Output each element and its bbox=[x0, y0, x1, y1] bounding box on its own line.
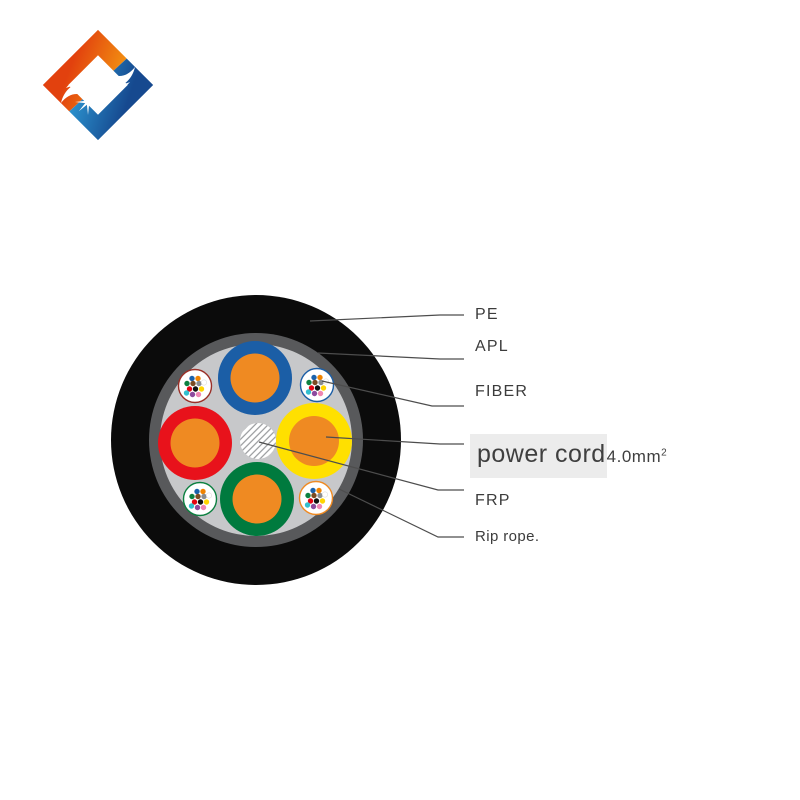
fiber-bundle-nw bbox=[177, 368, 213, 404]
fiber-dot bbox=[203, 499, 210, 505]
fiber-bundle-sw bbox=[182, 481, 218, 517]
power-cord-left bbox=[158, 406, 232, 480]
power-cord-right bbox=[276, 403, 352, 479]
leader-lines bbox=[258, 314, 464, 538]
fiber-dot bbox=[317, 390, 324, 397]
conductor-circle bbox=[289, 416, 339, 466]
fiber-dot bbox=[201, 493, 207, 500]
fiber-dot bbox=[194, 504, 201, 511]
fiber-dot bbox=[195, 375, 201, 382]
fiber-dot bbox=[311, 492, 317, 499]
fiber-dot bbox=[310, 503, 317, 510]
leader-line-power-cord bbox=[325, 436, 464, 445]
leader-line-fiber bbox=[321, 380, 464, 407]
fiber-dot bbox=[310, 487, 316, 494]
fiber-dot bbox=[317, 374, 323, 381]
company-logo-icon bbox=[42, 29, 154, 141]
fiber-dot bbox=[184, 380, 190, 387]
fiber-dot bbox=[195, 493, 201, 500]
leader-line-frp bbox=[258, 441, 464, 491]
fiber-dot bbox=[188, 503, 195, 509]
conductor-circle bbox=[230, 353, 280, 403]
fiber-dot bbox=[200, 488, 206, 495]
fiber-dot bbox=[191, 499, 198, 505]
leader-line-pe bbox=[309, 314, 464, 322]
fiber-dot bbox=[321, 491, 328, 498]
label-fiber: FIBER bbox=[475, 383, 529, 400]
fiber-dot bbox=[189, 391, 196, 398]
fiber-dot bbox=[305, 492, 311, 499]
logo-starburst-icon bbox=[75, 89, 101, 115]
label-frp: FRP bbox=[475, 492, 511, 509]
fiber-dot bbox=[305, 389, 312, 395]
fiber-dot bbox=[314, 385, 321, 391]
fiber-dot bbox=[319, 498, 326, 504]
fiber-dot bbox=[196, 380, 202, 387]
fiber-dot bbox=[197, 499, 204, 505]
conductor-circle bbox=[232, 474, 282, 524]
fiber-dot bbox=[320, 385, 327, 391]
power-cord-text: power cord bbox=[470, 434, 607, 478]
fiber-dot bbox=[200, 504, 207, 511]
power-cord-bottom bbox=[220, 462, 294, 536]
fiber-dot bbox=[316, 503, 323, 510]
fiber-dot bbox=[195, 391, 202, 398]
fiber-dot bbox=[308, 385, 315, 391]
fiber-dot bbox=[186, 386, 193, 392]
fiber-dot bbox=[311, 390, 318, 397]
fiber-dot bbox=[313, 498, 320, 504]
label-power-cord: power cord4.0mm2 bbox=[470, 434, 667, 478]
fiber-dot bbox=[189, 493, 195, 500]
fiber-dot bbox=[317, 492, 323, 499]
label-rip-rope: Rip rope. bbox=[475, 528, 540, 545]
fiber-dot bbox=[183, 390, 190, 396]
fiber-bundle-ne bbox=[299, 367, 335, 403]
label-pe: PE bbox=[475, 306, 499, 323]
fiber-dot bbox=[206, 492, 213, 499]
fiber-bundle-se bbox=[298, 480, 334, 516]
fiber-dot bbox=[306, 379, 312, 386]
fiber-dot bbox=[316, 487, 322, 494]
power-cord-size: 4.0mm2 bbox=[606, 447, 668, 466]
conductor-circle bbox=[170, 418, 220, 468]
label-apl: APL bbox=[475, 338, 509, 355]
fiber-dot bbox=[307, 498, 314, 504]
power-cord-top bbox=[218, 341, 292, 415]
fiber-dot bbox=[189, 375, 195, 382]
fiber-dot bbox=[201, 379, 208, 386]
fiber-dot bbox=[194, 488, 200, 495]
fiber-dot bbox=[311, 374, 317, 381]
leader-line-apl bbox=[317, 352, 464, 360]
power-cord-size-exponent: 2 bbox=[661, 447, 668, 459]
fiber-dot bbox=[312, 379, 318, 386]
fiber-dot bbox=[192, 386, 199, 392]
fiber-dot bbox=[304, 502, 311, 508]
fiber-dot bbox=[190, 380, 196, 387]
frp-rod-circle bbox=[240, 423, 276, 459]
leader-line-rip-rope bbox=[338, 488, 464, 538]
logo-white-swoosh-lower bbox=[61, 82, 130, 103]
fiber-dot bbox=[198, 386, 205, 392]
